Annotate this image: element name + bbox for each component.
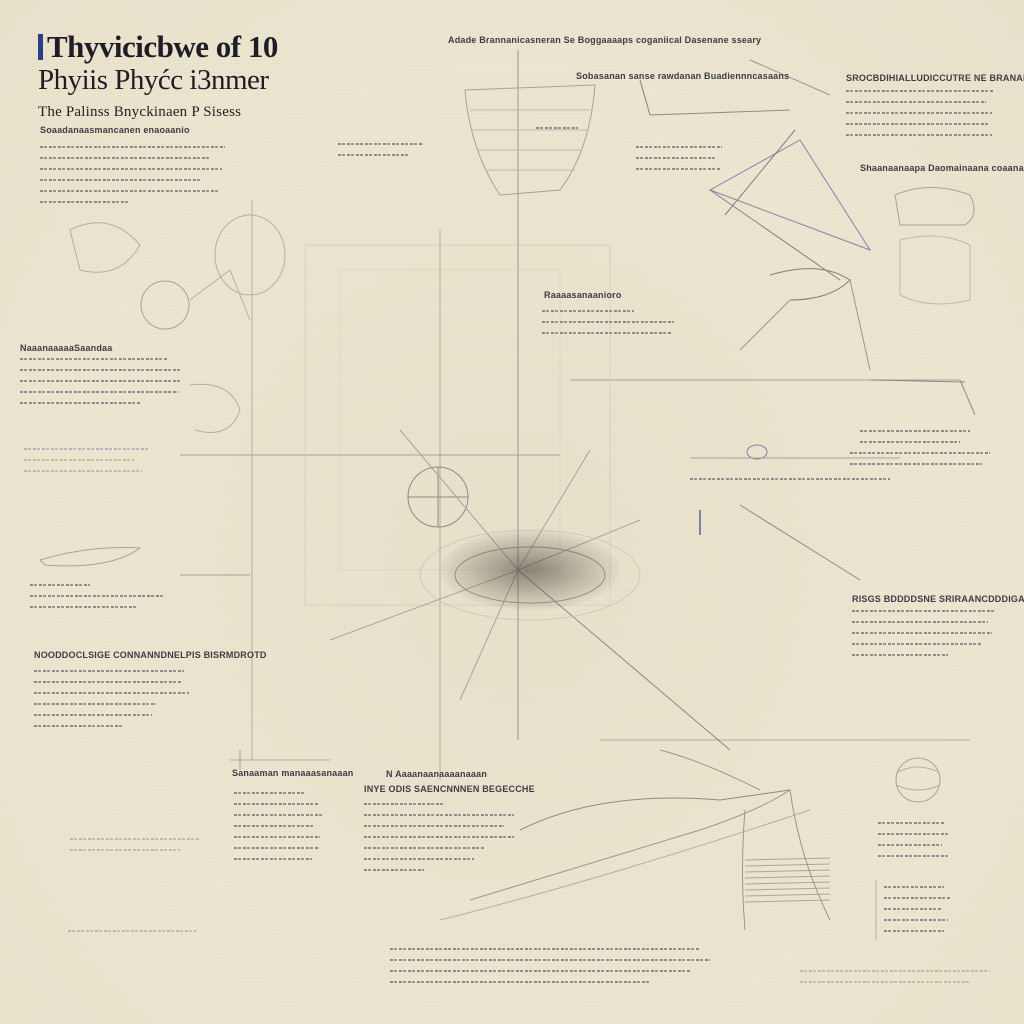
center-shadow [440,530,620,610]
title-line-2: Phyiis Phyćc i3nmer [38,64,269,96]
heading-top-center: Adade Brannanicasneran Se Boggaaaaps cog… [448,35,762,45]
heading-bottom-left: NOODDOCLSIGE CONNANNDNELPIS BISRMDROTD [34,650,267,660]
text-block-footer [390,948,710,992]
poster-subtitle: The Palinss Bnyckinaen P Sisess [38,104,242,120]
text-block-left-upper [40,146,225,212]
heading-bottom-center-b: N Aaaanaanaaaanaaan [386,769,488,779]
text-block-right-mid [850,430,990,474]
heading-right-top: SROCBDIHIALLUDICCUTRE NE BRANAISLIN [846,73,1024,83]
text-block-bottom-left-faint-2 [68,930,198,941]
accent-bar [38,34,43,60]
text-block-left-faint [24,448,149,481]
text-block-bottom-left [34,670,189,736]
poster-title: Thyvicicbwe of 10 [38,30,278,64]
heading-center-small: Raaaasanaanioro [544,290,622,300]
text-block-bottom-center [364,803,514,880]
text-block-small-tag [536,127,578,138]
text-block-bottom-right [878,822,948,866]
text-block-footer-right [800,970,1000,992]
text-block-bottom-left-faint [70,838,200,860]
heading-left-mid: NaaanaaaaaSaandaa [20,343,113,353]
text-block-center [542,310,674,343]
text-block-right-upper [636,146,722,179]
text-block-right-lower [852,610,994,665]
heading-left-upper: Soaadanaasmancanen enaoaanio [40,125,190,135]
text-block-right-center [690,478,900,489]
poster-title-block: Thyvicicbwe of 10 Phyiis Phyćc i3nmer Th… [38,30,278,121]
text-block-left-mid [20,358,182,413]
title-line-1: Thyvicicbwe of 10 [47,29,278,64]
heading-right-lower: RISGS BDDDDSNE SRIRAANCDDDIGAPRIORN [852,594,1024,604]
heading-bottom-center-a: Sanaaman manaaasanaaan [232,768,354,778]
text-block-right-top [846,90,994,145]
heading-right-mid: Shaanaanaapa Daomainaana coaanaauta saan… [860,163,1024,173]
text-block-center-upper [338,143,423,165]
text-block-bottom-right-2 [884,886,950,941]
text-block-bottom-center-left [234,792,322,869]
text-block-left-lower [30,584,165,617]
heading-upper-mid: Sobasanan sanse rawdanan Buadiennncasaan… [576,71,790,81]
heading-bottom-center-title: INYE ODIS SAENCNNNEN BEGECCHE [364,784,535,794]
